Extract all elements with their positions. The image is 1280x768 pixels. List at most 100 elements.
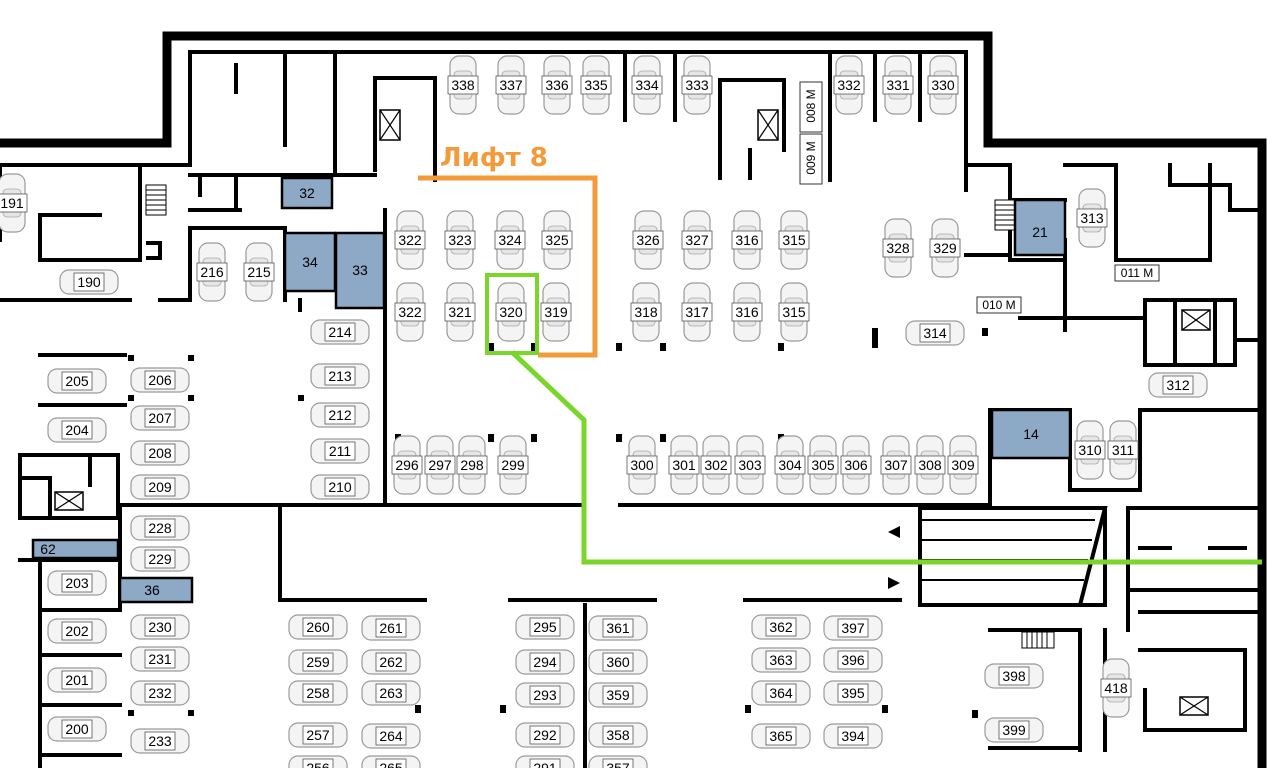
parking-spot-s210[interactable]: 210 <box>310 474 370 500</box>
parking-spot-s203[interactable]: 203 <box>47 570 107 596</box>
parking-spot-s318[interactable]: 318 <box>630 282 662 342</box>
parking-spot-s190[interactable]: 190 <box>59 269 119 295</box>
parking-spot-s262[interactable]: 262 <box>361 649 421 675</box>
parking-spot-s230[interactable]: 230 <box>130 614 190 640</box>
parking-spot-s296[interactable]: 296 <box>391 435 423 495</box>
parking-spot-s399[interactable]: 399 <box>984 717 1044 743</box>
parking-spot-s304[interactable]: 304 <box>774 435 806 495</box>
parking-spot-s328[interactable]: 328 <box>882 218 914 278</box>
parking-spot-s204[interactable]: 204 <box>47 417 107 443</box>
parking-spot-s332[interactable]: 332 <box>833 55 865 115</box>
parking-spot-s191[interactable]: 191 <box>0 173 28 233</box>
parking-spot-s331[interactable]: 331 <box>882 55 914 115</box>
parking-spot-s360[interactable]: 360 <box>588 649 648 675</box>
parking-spot-s258[interactable]: 258 <box>288 680 348 706</box>
parking-spot-s310[interactable]: 310 <box>1074 420 1106 480</box>
parking-spot-s229[interactable]: 229 <box>130 546 190 572</box>
parking-spot-s316b[interactable]: 316 <box>731 282 763 342</box>
parking-spot-s359[interactable]: 359 <box>588 682 648 708</box>
parking-spot-s257[interactable]: 257 <box>288 722 348 748</box>
parking-spot-s315a[interactable]: 315 <box>778 210 810 270</box>
parking-spot-s334[interactable]: 334 <box>631 55 663 115</box>
parking-spot-s292[interactable]: 292 <box>515 722 575 748</box>
parking-spot-s395[interactable]: 395 <box>823 680 883 706</box>
parking-spot-s363[interactable]: 363 <box>751 647 811 673</box>
parking-spot-s260[interactable]: 260 <box>288 614 348 640</box>
parking-spot-s233[interactable]: 233 <box>130 728 190 754</box>
parking-spot-s325[interactable]: 325 <box>541 210 573 270</box>
parking-spot-s200[interactable]: 200 <box>47 716 107 742</box>
parking-spot-s323[interactable]: 323 <box>444 210 476 270</box>
parking-spot-s324[interactable]: 324 <box>494 210 526 270</box>
parking-spot-s298[interactable]: 298 <box>456 435 488 495</box>
parking-spot-s209[interactable]: 209 <box>130 474 190 500</box>
parking-spot-s208[interactable]: 208 <box>130 440 190 466</box>
parking-spot-s336[interactable]: 336 <box>541 55 573 115</box>
parking-spot-s315b[interactable]: 315 <box>778 282 810 342</box>
parking-spot-s263[interactable]: 263 <box>361 680 421 706</box>
parking-spot-s259[interactable]: 259 <box>288 649 348 675</box>
parking-spot-s311[interactable]: 311 <box>1107 420 1139 480</box>
parking-spot-s302[interactable]: 302 <box>700 435 732 495</box>
parking-spot-s314[interactable]: 314 <box>905 320 965 346</box>
parking-spot-s312[interactable]: 312 <box>1148 372 1208 398</box>
parking-spot-s201[interactable]: 201 <box>47 667 107 693</box>
parking-spot-s264[interactable]: 264 <box>361 723 421 749</box>
parking-spot-s309[interactable]: 309 <box>947 435 979 495</box>
parking-spot-s211[interactable]: 211 <box>310 438 370 464</box>
parking-spot-s295[interactable]: 295 <box>515 614 575 640</box>
parking-spot-s216[interactable]: 216 <box>196 242 228 302</box>
parking-spot-s317[interactable]: 317 <box>681 282 713 342</box>
parking-spot-s293[interactable]: 293 <box>515 682 575 708</box>
parking-spot-s397[interactable]: 397 <box>823 615 883 641</box>
parking-spot-s215[interactable]: 215 <box>243 242 275 302</box>
parking-spot-s326[interactable]: 326 <box>632 210 664 270</box>
parking-spot-s364[interactable]: 364 <box>751 680 811 706</box>
parking-spot-s291[interactable]: 291 <box>515 755 575 768</box>
parking-spot-s329[interactable]: 329 <box>929 218 961 278</box>
parking-spot-s300[interactable]: 300 <box>626 435 658 495</box>
parking-spot-s394[interactable]: 394 <box>823 723 883 749</box>
parking-spot-s358[interactable]: 358 <box>588 722 648 748</box>
parking-spot-s299[interactable]: 299 <box>497 435 529 495</box>
parking-spot-s330[interactable]: 330 <box>927 55 959 115</box>
parking-spot-s365[interactable]: 365 <box>751 723 811 749</box>
parking-spot-s207[interactable]: 207 <box>130 405 190 431</box>
parking-spot-s297[interactable]: 297 <box>424 435 456 495</box>
parking-spot-s265[interactable]: 265 <box>361 755 421 768</box>
parking-spot-s316a[interactable]: 316 <box>731 210 763 270</box>
parking-spot-s320[interactable]: 320 <box>495 282 527 342</box>
parking-spot-s321[interactable]: 321 <box>444 282 476 342</box>
parking-spot-s338[interactable]: 338 <box>447 55 479 115</box>
parking-spot-s213[interactable]: 213 <box>310 363 370 389</box>
parking-spot-s313[interactable]: 313 <box>1076 188 1108 248</box>
parking-spot-s357[interactable]: 357 <box>588 755 648 768</box>
parking-spot-s398[interactable]: 398 <box>984 663 1044 689</box>
parking-spot-s333[interactable]: 333 <box>681 55 713 115</box>
parking-spot-s214[interactable]: 214 <box>310 319 370 345</box>
parking-spot-s212[interactable]: 212 <box>310 402 370 428</box>
parking-spot-s232[interactable]: 232 <box>130 680 190 706</box>
parking-spot-s396[interactable]: 396 <box>823 647 883 673</box>
parking-spot-s231[interactable]: 231 <box>130 646 190 672</box>
parking-spot-s418[interactable]: 418 <box>1100 658 1132 718</box>
parking-spot-s327[interactable]: 327 <box>681 210 713 270</box>
parking-spot-s307[interactable]: 307 <box>880 435 912 495</box>
parking-spot-s228[interactable]: 228 <box>130 515 190 541</box>
parking-spot-s337[interactable]: 337 <box>495 55 527 115</box>
parking-spot-s322b[interactable]: 322 <box>394 282 426 342</box>
parking-spot-s294[interactable]: 294 <box>515 649 575 675</box>
parking-spot-s261[interactable]: 261 <box>361 615 421 641</box>
parking-spot-s319[interactable]: 319 <box>540 282 572 342</box>
parking-spot-s205[interactable]: 205 <box>47 368 107 394</box>
parking-spot-s361[interactable]: 361 <box>588 615 648 641</box>
parking-spot-s335[interactable]: 335 <box>580 55 612 115</box>
parking-spot-s206[interactable]: 206 <box>130 367 190 393</box>
parking-spot-s202[interactable]: 202 <box>47 618 107 644</box>
parking-spot-s256[interactable]: 256 <box>288 755 348 768</box>
parking-spot-s301[interactable]: 301 <box>668 435 700 495</box>
parking-spot-s303[interactable]: 303 <box>734 435 766 495</box>
parking-spot-s305[interactable]: 305 <box>807 435 839 495</box>
parking-spot-s322a[interactable]: 322 <box>394 210 426 270</box>
parking-spot-s308[interactable]: 308 <box>914 435 946 495</box>
